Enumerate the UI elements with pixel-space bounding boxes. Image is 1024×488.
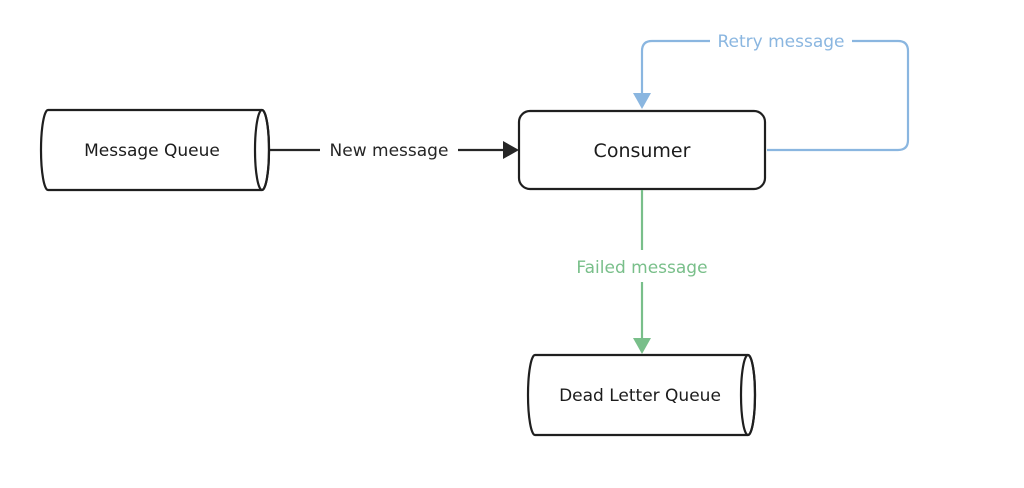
new-message-label: New message (330, 141, 449, 161)
message-queue-node: Message Queue (39, 108, 271, 192)
message-queue-label: Message Queue (84, 141, 220, 161)
failed-message-label: Failed message (576, 258, 707, 278)
retry-message-label: Retry message (717, 32, 844, 52)
dead-letter-queue-node: Dead Letter Queue (526, 353, 757, 437)
retry-message-arrowhead (633, 93, 651, 109)
retry-message-line-left (640, 39, 710, 94)
dead-letter-queue-label: Dead Letter Queue (559, 386, 721, 406)
new-message-edge: New message (270, 141, 519, 161)
failed-message-edge: Failed message (576, 190, 708, 354)
retry-message-edge: Retry message (633, 32, 910, 152)
consumer-label: Consumer (594, 140, 691, 162)
dead-letter-queue-end-cap (739, 353, 757, 437)
failed-message-arrowhead (633, 338, 651, 354)
message-queue-end-cap (253, 108, 271, 192)
retry-message-line-right (767, 39, 910, 152)
new-message-arrowhead (503, 141, 519, 159)
consumer-node: Consumer (517, 109, 767, 191)
